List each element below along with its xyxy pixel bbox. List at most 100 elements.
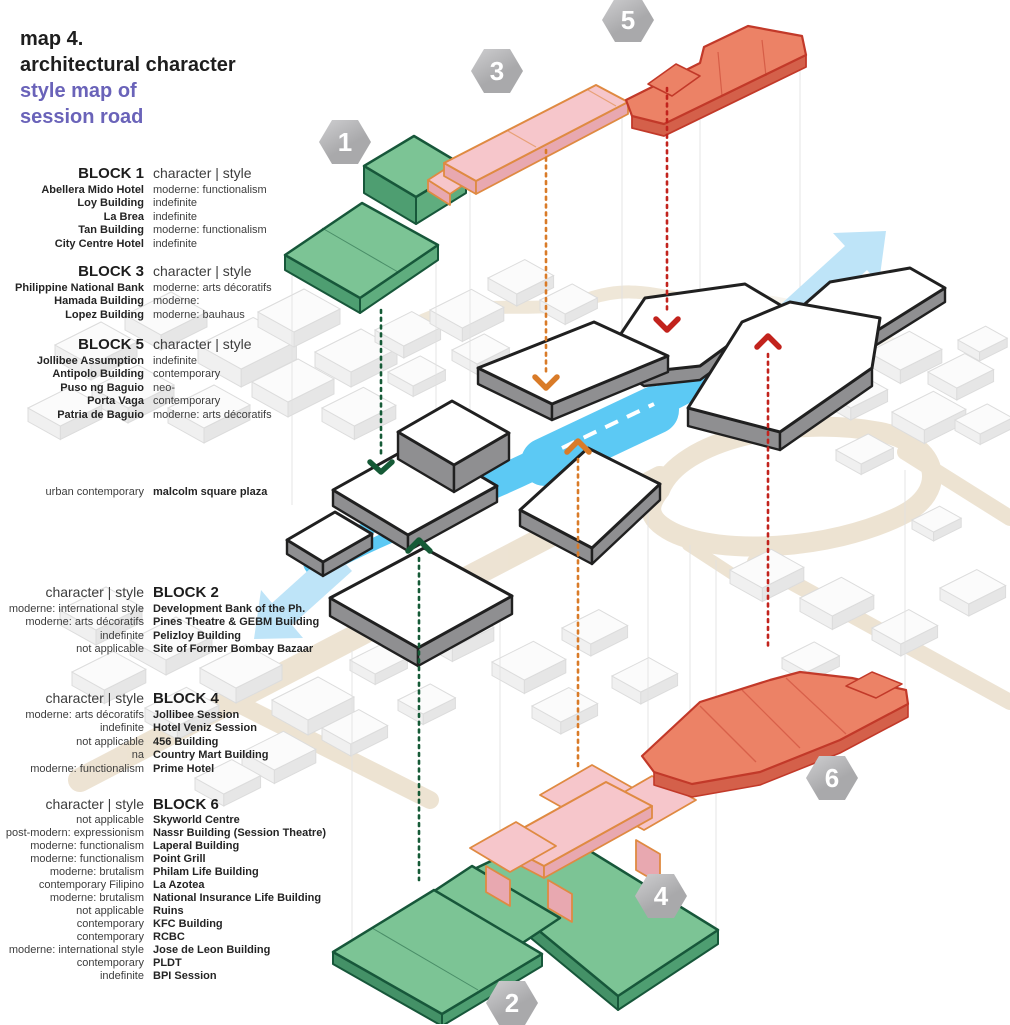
- building-name: Tan Building: [78, 224, 144, 236]
- title-line-1: map 4.: [20, 28, 84, 50]
- column-header: character | style: [153, 336, 252, 352]
- marker-number: 3: [489, 55, 505, 86]
- building-style: moderne: arts décoratifs: [153, 281, 272, 294]
- building-name: Pines Theatre & GEBM Building: [153, 616, 320, 628]
- building-style: contemporary: [153, 395, 221, 407]
- building-style: moderne: functionalism: [30, 762, 144, 775]
- subtitle-line-1: style map of: [20, 80, 137, 102]
- block-label: BLOCK 4: [153, 690, 219, 707]
- building-style: contemporary: [153, 368, 221, 380]
- building-style: indefinite: [99, 722, 144, 734]
- building-style: moderne: bauhaus: [153, 308, 245, 321]
- chevron-up-red: [754, 333, 782, 350]
- building-name: Philippine National Bank: [15, 281, 144, 294]
- session-road-blocks: [285, 266, 947, 668]
- map-label-malcolm-square: urban contemporary malcolm square plaza: [4, 486, 349, 500]
- exploded-block-6-red: [640, 670, 910, 798]
- building-style: moderne: international style: [8, 944, 144, 956]
- building-name: City Centre Hotel: [54, 237, 144, 250]
- legend-header: character | style BLOCK 6: [4, 796, 349, 813]
- building-name: Laperal Building: [153, 840, 240, 852]
- column-header: character | style: [153, 263, 252, 279]
- building-name: Loy Building: [77, 197, 144, 209]
- building-name: La Azotea: [153, 879, 205, 891]
- page-title: map 4. architectural character style map…: [20, 26, 236, 130]
- marker-number: 4: [653, 880, 669, 911]
- leader-lines: [367, 86, 782, 882]
- exploded-block-2-green: [331, 828, 720, 1024]
- block-label: BLOCK 1: [78, 165, 144, 182]
- building-name: Point Grill: [153, 853, 206, 865]
- building-name: Site of Former Bombay Bazaar: [153, 643, 314, 655]
- legend-row: not applicable Skyworld Centre: [4, 814, 349, 827]
- legend-row: contemporary Filipino La Azotea: [4, 879, 349, 892]
- marker-number: 6: [824, 762, 840, 793]
- building-name: Patria de Baguio: [57, 408, 144, 421]
- exploded-block-3-pink: [427, 84, 629, 206]
- building-name: Philam Life Building: [153, 866, 259, 878]
- building-style: moderne: arts décoratifs: [153, 408, 272, 421]
- legend-header: BLOCK 3 character | style: [4, 263, 349, 280]
- building-name: Development Bank of the Ph.: [153, 602, 306, 615]
- building-style: moderne: functionalism: [153, 224, 267, 236]
- building-name: National Insurance Life Building: [153, 892, 322, 904]
- building-style: moderne: brutalism: [49, 892, 144, 904]
- building-name: Country Mart Building: [153, 749, 269, 761]
- chevron-down-orange: [532, 374, 560, 391]
- building-style: indefinite: [153, 210, 198, 223]
- chevron-down-red: [653, 316, 681, 333]
- legend-row: Tan Building moderne: functionalism: [4, 224, 349, 238]
- legend-row: Patria de Baguio moderne: arts décoratifs: [4, 409, 349, 423]
- building-style: moderne: arts décoratifs: [25, 616, 144, 628]
- building-name: Abellera Mido Hotel: [41, 183, 144, 196]
- building-name: Prime Hotel: [153, 762, 215, 775]
- building-style: contemporary: [76, 931, 144, 943]
- building-style: indefinite: [153, 197, 198, 209]
- building-style: post-modern: expressionism: [5, 827, 144, 839]
- building-style: contemporary: [76, 918, 144, 930]
- block-label: BLOCK 3: [78, 263, 144, 280]
- building-name: Lopez Building: [65, 308, 144, 321]
- building-style: moderne: functionalism: [30, 853, 144, 865]
- block-label: BLOCK 6: [153, 796, 219, 813]
- building-style: contemporary: [76, 957, 144, 969]
- building-style: contemporary Filipino: [38, 879, 144, 891]
- legend-header: BLOCK 1 character | style: [4, 165, 349, 182]
- building-name: Skyworld Centre: [153, 814, 240, 826]
- chevron-up-green: [405, 537, 433, 554]
- building-style: not applicable: [76, 814, 144, 826]
- column-header: character | style: [45, 796, 144, 812]
- building-name: 456 Building: [153, 735, 219, 748]
- building-name: BPI Session: [153, 970, 217, 982]
- building-style: indefinite: [153, 354, 198, 367]
- legend-row: moderne: arts décoratifs Pines Theatre & …: [4, 616, 349, 630]
- chevron-up-orange: [564, 438, 592, 455]
- column-header: character | style: [153, 165, 252, 181]
- building-style: not applicable: [76, 905, 144, 917]
- subtitle-line-2: session road: [20, 106, 144, 128]
- legend-row: Philippine National Bank moderne: arts dé…: [4, 282, 349, 296]
- legend-block-6: character | style BLOCK 6 not applicable Sk…: [4, 796, 349, 983]
- exploded-block-5-red: [624, 24, 808, 137]
- building-name: Pelizloy Building: [153, 629, 242, 642]
- title-line-2: architectural character: [20, 54, 236, 76]
- building-style: na: [131, 749, 144, 761]
